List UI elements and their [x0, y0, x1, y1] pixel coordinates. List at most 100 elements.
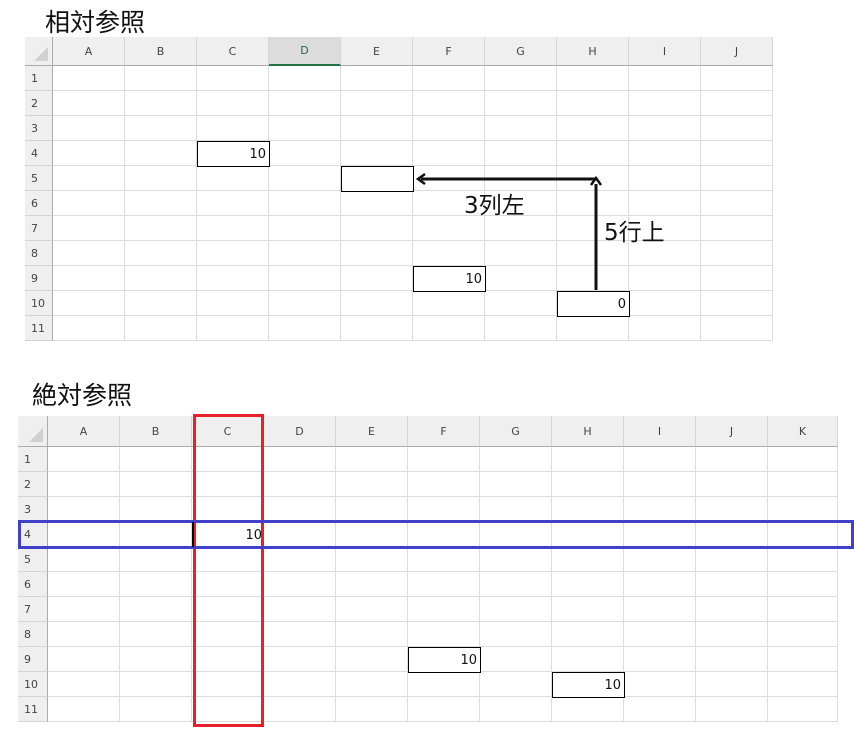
cell-g7[interactable]: [480, 597, 552, 622]
cell-g6[interactable]: [485, 191, 557, 216]
cell-j1[interactable]: [696, 447, 768, 472]
row-header-8[interactable]: 8: [25, 241, 53, 266]
cell-i5[interactable]: [629, 166, 701, 191]
cell-value-h10[interactable]: 0: [557, 291, 630, 317]
cell-f10[interactable]: [408, 672, 480, 697]
cell-c10[interactable]: [197, 291, 269, 316]
cell-a6[interactable]: [48, 572, 120, 597]
cell-d11[interactable]: [269, 316, 341, 341]
row-header-10[interactable]: 10: [18, 672, 48, 697]
cell-g9[interactable]: [485, 266, 557, 291]
column-header-f[interactable]: F: [408, 416, 480, 447]
cell-i11[interactable]: [624, 697, 696, 722]
cell-j9[interactable]: [696, 647, 768, 672]
column-header-e[interactable]: E: [341, 37, 413, 66]
cell-a7[interactable]: [53, 216, 125, 241]
cell-h9[interactable]: [557, 266, 629, 291]
cell-b3[interactable]: [120, 497, 192, 522]
cell-f8[interactable]: [408, 622, 480, 647]
cell-g8[interactable]: [485, 241, 557, 266]
cell-c6[interactable]: [197, 191, 269, 216]
cell-k2[interactable]: [768, 472, 838, 497]
cell-i5[interactable]: [624, 547, 696, 572]
cell-value-c4[interactable]: 10: [245, 527, 262, 543]
cell-e9[interactable]: [336, 647, 408, 672]
cell-e1[interactable]: [336, 447, 408, 472]
cell-b7[interactable]: [120, 597, 192, 622]
row-header-11[interactable]: 11: [25, 316, 53, 341]
cell-b6[interactable]: [120, 572, 192, 597]
row-header-9[interactable]: 9: [18, 647, 48, 672]
cell-a2[interactable]: [53, 91, 125, 116]
row-header-9[interactable]: 9: [25, 266, 53, 291]
cell-k8[interactable]: [768, 622, 838, 647]
column-header-i[interactable]: I: [624, 416, 696, 447]
cell-g6[interactable]: [480, 572, 552, 597]
cell-b7[interactable]: [125, 216, 197, 241]
column-header-b[interactable]: B: [125, 37, 197, 66]
cell-a1[interactable]: [48, 447, 120, 472]
cell-i8[interactable]: [624, 622, 696, 647]
cell-a10[interactable]: [53, 291, 125, 316]
cell-h6[interactable]: [557, 191, 629, 216]
cell-b10[interactable]: [125, 291, 197, 316]
cell-b10[interactable]: [120, 672, 192, 697]
cell-value-e5[interactable]: [341, 166, 414, 192]
cell-i2[interactable]: [629, 91, 701, 116]
cell-a11[interactable]: [53, 316, 125, 341]
cell-i10[interactable]: [624, 672, 696, 697]
cell-e3[interactable]: [341, 116, 413, 141]
cell-j7[interactable]: [696, 597, 768, 622]
cell-e7[interactable]: [336, 597, 408, 622]
cell-b2[interactable]: [125, 91, 197, 116]
cell-j3[interactable]: [696, 497, 768, 522]
cell-d3[interactable]: [264, 497, 336, 522]
cell-f10[interactable]: [413, 291, 485, 316]
cell-a3[interactable]: [53, 116, 125, 141]
cell-b9[interactable]: [125, 266, 197, 291]
cell-e11[interactable]: [336, 697, 408, 722]
cell-e11[interactable]: [341, 316, 413, 341]
row-header-2[interactable]: 2: [18, 472, 48, 497]
cell-f5[interactable]: [408, 547, 480, 572]
cell-i10[interactable]: [629, 291, 701, 316]
cell-a2[interactable]: [48, 472, 120, 497]
cell-b9[interactable]: [120, 647, 192, 672]
cell-h7[interactable]: [552, 597, 624, 622]
cell-c9[interactable]: [197, 266, 269, 291]
cell-d4[interactable]: [269, 141, 341, 166]
cell-k3[interactable]: [768, 497, 838, 522]
cell-f2[interactable]: [408, 472, 480, 497]
cell-h6[interactable]: [552, 572, 624, 597]
cell-a6[interactable]: [53, 191, 125, 216]
cell-h3[interactable]: [557, 116, 629, 141]
row-header-10[interactable]: 10: [25, 291, 53, 316]
cell-c3[interactable]: [197, 116, 269, 141]
cell-i9[interactable]: [629, 266, 701, 291]
cell-d2[interactable]: [264, 472, 336, 497]
cell-a9[interactable]: [48, 647, 120, 672]
column-header-e[interactable]: E: [336, 416, 408, 447]
cell-b5[interactable]: [120, 547, 192, 572]
cell-a9[interactable]: [53, 266, 125, 291]
cell-g11[interactable]: [480, 697, 552, 722]
cell-d6[interactable]: [264, 572, 336, 597]
cell-value-c4[interactable]: 10: [197, 141, 270, 167]
cell-i2[interactable]: [624, 472, 696, 497]
row-header-6[interactable]: 6: [18, 572, 48, 597]
column-header-g[interactable]: G: [480, 416, 552, 447]
cell-i8[interactable]: [629, 241, 701, 266]
cell-h3[interactable]: [552, 497, 624, 522]
cell-d10[interactable]: [269, 291, 341, 316]
cell-d6[interactable]: [269, 191, 341, 216]
cell-d5[interactable]: [269, 166, 341, 191]
cell-d3[interactable]: [269, 116, 341, 141]
cell-i7[interactable]: [629, 216, 701, 241]
cell-b11[interactable]: [120, 697, 192, 722]
cell-j1[interactable]: [701, 66, 773, 91]
column-header-a[interactable]: A: [53, 37, 125, 66]
cell-c1[interactable]: [197, 66, 269, 91]
column-header-b[interactable]: B: [120, 416, 192, 447]
cell-i1[interactable]: [624, 447, 696, 472]
cell-b11[interactable]: [125, 316, 197, 341]
